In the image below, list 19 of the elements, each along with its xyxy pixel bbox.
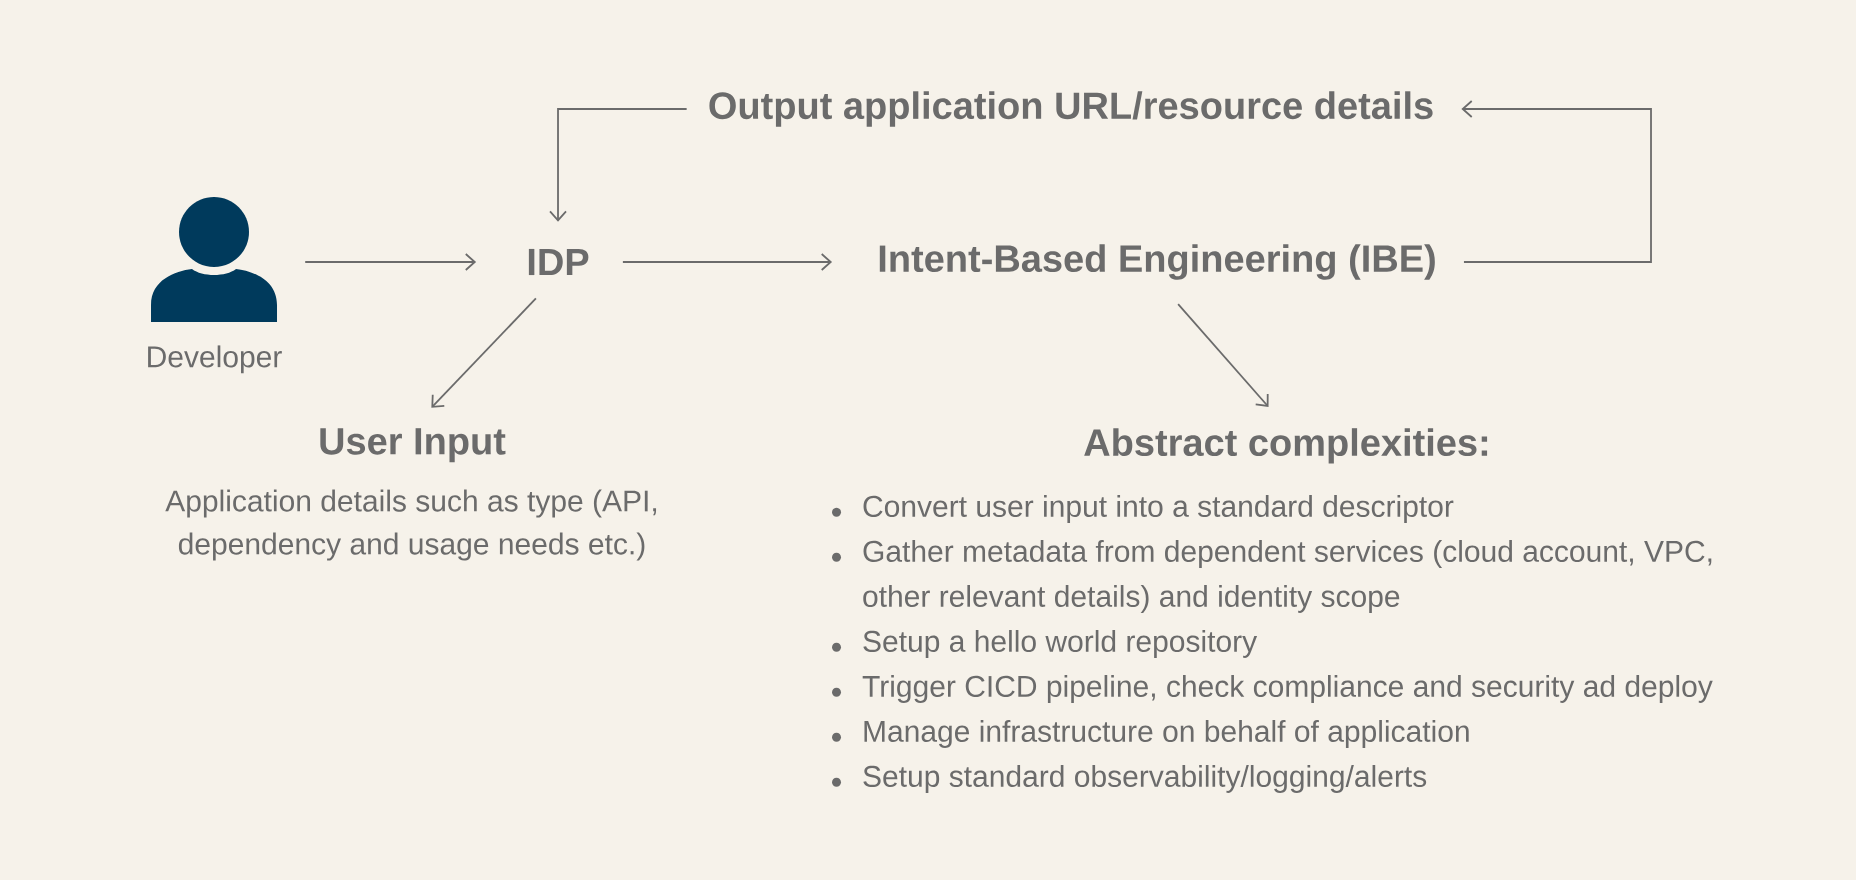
description: Application details such as type (API, dependency and usage needs etc.) [165,489,657,561]
node-label: Output application URL/resource details [709,91,1433,127]
node-label: Developer [148,345,282,374]
arrow [304,253,477,271]
arrow [549,108,688,222]
bullet-item: Convert user input into a standard descriptor [863,495,1454,523]
bullet-item: Manage infrastructure on behalf of application [864,720,1469,748]
node-label: Intent-Based Engineering (IBE) [879,244,1435,280]
bullet-item: Trigger CICD pipeline, check compliance and security ad deploy [862,675,1713,703]
arrow [431,297,537,408]
bullet-item: Setup a hello world repository [863,630,1258,658]
heading: User Input [320,428,506,463]
arrow [1177,303,1269,407]
node-label: IDP [528,248,589,276]
heading: Abstract complexities: [1084,428,1488,464]
bullet-item: Gather metadata from dependent services (cloud account, VPC, other relevant details) and identity scope [863,540,1712,613]
bullet-item: Setup standard observability/logging/alerts [863,765,1427,793]
arrow [622,253,833,271]
arrow [1461,100,1652,263]
